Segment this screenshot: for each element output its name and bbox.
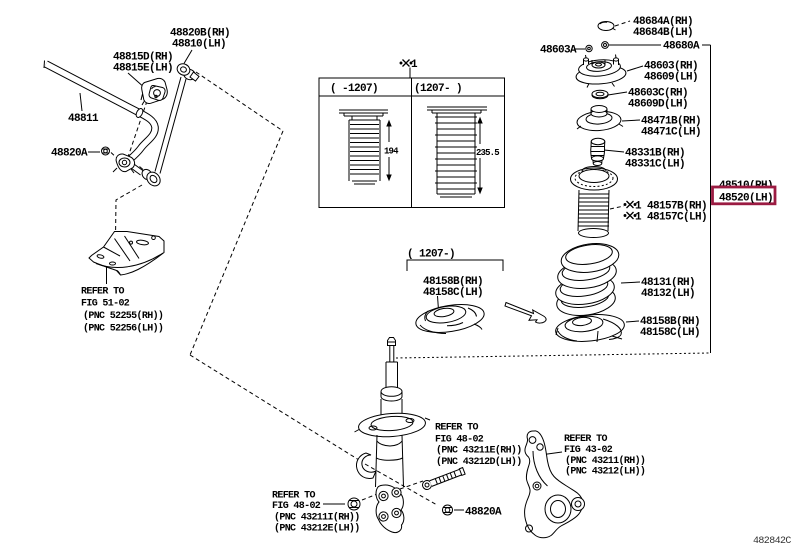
svg-text:(PNC 52255(RH)): (PNC 52255(RH))	[83, 310, 163, 322]
svg-text:48132(LH): 48132(LH)	[641, 288, 695, 300]
svg-text:48815E(LH): 48815E(LH)	[113, 63, 173, 75]
svg-text:(PNC 43211I(RH)): (PNC 43211I(RH))	[274, 512, 360, 524]
svg-text:48820A: 48820A	[51, 148, 88, 160]
svg-text:48684A(RH): 48684A(RH)	[633, 16, 693, 28]
svg-text:FIG 43-02: FIG 43-02	[564, 445, 613, 456]
svg-text:(PNC 43211E(RH)): (PNC 43211E(RH))	[436, 445, 522, 457]
svg-text:48520(LH): 48520(LH)	[719, 193, 773, 205]
svg-text:48603A: 48603A	[540, 45, 577, 57]
svg-text:48811: 48811	[68, 113, 99, 125]
svg-text:48331B(RH): 48331B(RH)	[625, 148, 685, 160]
svg-text:48603C(RH): 48603C(RH)	[628, 88, 688, 100]
svg-text:1 48157B(RH): 1 48157B(RH)	[635, 201, 707, 213]
svg-text:FIG 51-02: FIG 51-02	[81, 299, 130, 310]
svg-text:1: 1	[411, 59, 418, 71]
svg-text:48471B(RH): 48471B(RH)	[641, 116, 701, 128]
svg-text:48609D(LH): 48609D(LH)	[628, 99, 688, 111]
svg-text:48820A: 48820A	[465, 507, 502, 519]
svg-text:48603(RH): 48603(RH)	[644, 61, 698, 73]
svg-text:48684B(LH): 48684B(LH)	[633, 27, 693, 39]
svg-text:( -1207): ( -1207)	[330, 83, 378, 95]
svg-text:48820B(RH): 48820B(RH)	[170, 28, 230, 40]
svg-text:48810(LH): 48810(LH)	[172, 39, 226, 51]
svg-text:(1207- ): (1207- )	[414, 83, 462, 95]
svg-text:(PNC 52256(LH)): (PNC 52256(LH))	[83, 323, 163, 335]
svg-text:48609(LH): 48609(LH)	[644, 72, 698, 84]
svg-text:REFER TO: REFER TO	[564, 434, 607, 445]
svg-text:REFER TO: REFER TO	[435, 423, 478, 434]
svg-text:235.5: 235.5	[476, 148, 499, 158]
svg-text:( 1207-): ( 1207-)	[407, 249, 455, 261]
svg-text:(PNC 43212D(LH)): (PNC 43212D(LH))	[436, 456, 522, 468]
svg-text:48131(RH): 48131(RH)	[641, 277, 695, 289]
svg-text:FIG 48-02: FIG 48-02	[435, 435, 484, 446]
svg-text:48158C(LH): 48158C(LH)	[423, 287, 483, 299]
svg-text:(PNC 43212(LH)): (PNC 43212(LH))	[565, 466, 645, 478]
svg-text:48680A: 48680A	[663, 41, 700, 53]
svg-text:FIG 48-02: FIG 48-02	[272, 501, 321, 512]
svg-text:194: 194	[384, 147, 399, 157]
svg-text:48815D(RH): 48815D(RH)	[113, 52, 173, 64]
svg-text:482842C: 482842C	[753, 536, 791, 547]
svg-text:48158C(LH): 48158C(LH)	[640, 327, 700, 339]
svg-text:48158B(RH): 48158B(RH)	[423, 276, 483, 288]
svg-text:1 48157C(LH): 1 48157C(LH)	[635, 212, 707, 224]
svg-text:48471C(LH): 48471C(LH)	[641, 127, 701, 139]
svg-text:48158B(RH): 48158B(RH)	[640, 316, 700, 328]
svg-text:(PNC 43211(RH)): (PNC 43211(RH))	[565, 455, 645, 467]
svg-text:REFER TO: REFER TO	[272, 491, 315, 502]
svg-text:REFER TO: REFER TO	[81, 287, 124, 298]
svg-text:(PNC 43212E(LH)): (PNC 43212E(LH))	[274, 523, 360, 535]
svg-text:48331C(LH): 48331C(LH)	[625, 159, 685, 171]
